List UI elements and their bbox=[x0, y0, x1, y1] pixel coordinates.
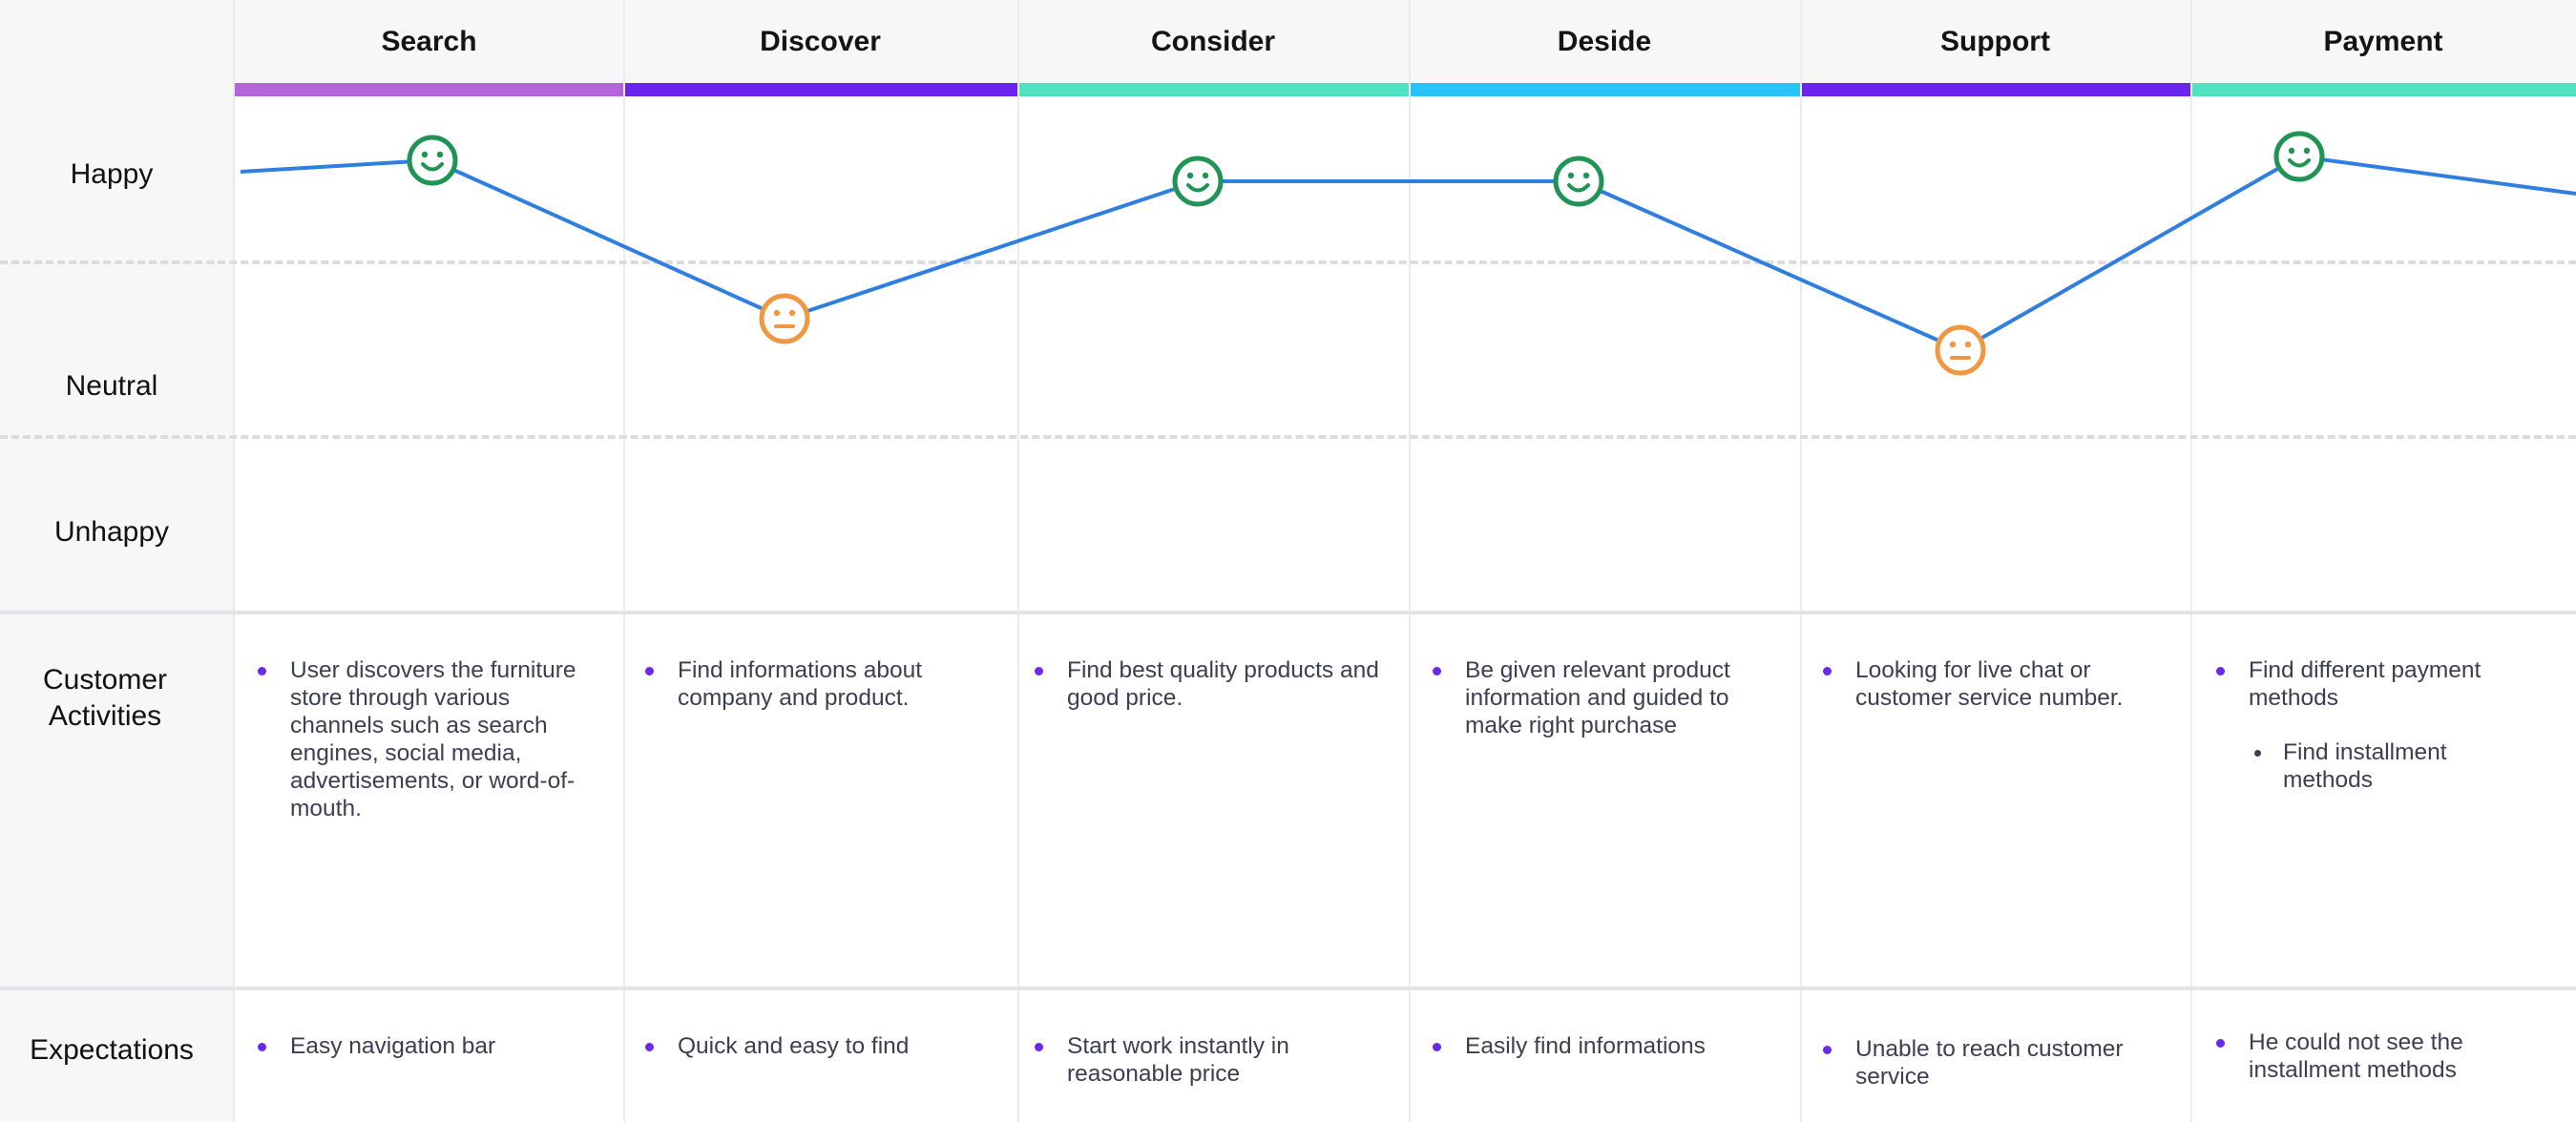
column-divider bbox=[623, 0, 625, 1122]
list-item: Easily find informations bbox=[1431, 1032, 1784, 1060]
row-label-activities: Customer Activities bbox=[42, 664, 168, 732]
row-label-column bbox=[0, 0, 235, 1122]
list-item: Looking for live chat or customer servic… bbox=[1821, 656, 2174, 712]
expectation-cell-support: Unable to reach customer service bbox=[1821, 1035, 2126, 1091]
expectation-cell-deside: Easily find informations bbox=[1431, 1032, 1784, 1060]
column-divider bbox=[1800, 0, 1802, 1122]
stage-header-payment: Payment bbox=[2323, 25, 2443, 57]
list-item: He could not see the installment methods bbox=[2214, 1028, 2501, 1084]
stage-header-search: Search bbox=[381, 25, 477, 57]
activities-cell-search: User discovers the furniture store throu… bbox=[256, 656, 599, 822]
emotion-curve-chart bbox=[240, 131, 2576, 376]
stage-color-bar bbox=[1017, 83, 1409, 96]
emotion-zone-divider bbox=[0, 260, 2576, 264]
stage-header-deside: Deside bbox=[1557, 25, 1652, 57]
list-item: Find best quality products and good pric… bbox=[1033, 656, 1386, 712]
section-divider bbox=[0, 987, 2576, 990]
row-label-happy: Happy bbox=[70, 158, 154, 190]
expectation-cell-payment: He could not see the installment methods bbox=[2214, 1028, 2501, 1084]
stage-header-discover: Discover bbox=[760, 25, 881, 57]
smiling-face-icon bbox=[407, 135, 458, 186]
row-label-expectations: Expectations bbox=[30, 1034, 194, 1066]
smiling-face-icon bbox=[1553, 156, 1604, 207]
expectation-cell-consider: Start work instantly in reasonable price bbox=[1033, 1032, 1319, 1088]
emotion-faces bbox=[407, 131, 2325, 376]
list-item: Find informations about company and prod… bbox=[643, 656, 996, 712]
smiling-face-icon bbox=[1172, 156, 1224, 207]
stage-header-support: Support bbox=[1940, 25, 2050, 57]
list-item: User discovers the furniture store throu… bbox=[256, 656, 599, 822]
neutral-face-icon bbox=[759, 293, 810, 344]
stage-color-bar bbox=[235, 83, 623, 96]
section-divider bbox=[0, 611, 2576, 614]
column-divider bbox=[1409, 0, 1411, 1122]
list-item: Unable to reach customer service bbox=[1821, 1035, 2126, 1091]
stage-header-consider: Consider bbox=[1150, 25, 1276, 57]
activities-cell-consider: Find best quality products and good pric… bbox=[1033, 656, 1386, 712]
list-item: Quick and easy to find bbox=[643, 1032, 996, 1060]
list-item: Find different payment methods bbox=[2214, 656, 2539, 712]
list-item: Easy navigation bar bbox=[256, 1032, 599, 1060]
list-item: Be given relevant product information an… bbox=[1431, 656, 1784, 739]
stage-color-bar bbox=[623, 83, 1017, 96]
row-label-neutral: Neutral bbox=[65, 370, 158, 402]
row-label-unhappy: Unhappy bbox=[53, 516, 170, 548]
stage-color-bar bbox=[2190, 83, 2576, 96]
column-divider bbox=[1017, 0, 1019, 1122]
activities-cell-discover: Find informations about company and prod… bbox=[643, 656, 996, 712]
activities-cell-deside: Be given relevant product information an… bbox=[1431, 656, 1784, 739]
neutral-face-icon bbox=[1935, 324, 1986, 376]
stage-color-bar bbox=[1409, 83, 1800, 96]
sub-list-item: Find installment methods bbox=[2214, 738, 2539, 794]
expectation-cell-discover: Quick and easy to find bbox=[643, 1032, 996, 1060]
column-divider bbox=[2190, 0, 2192, 1122]
smiling-face-icon bbox=[2273, 131, 2325, 182]
list-item: Start work instantly in reasonable price bbox=[1033, 1032, 1319, 1088]
stage-color-bar bbox=[1800, 83, 2190, 96]
expectation-cell-search: Easy navigation bar bbox=[256, 1032, 599, 1060]
emotion-zone-divider bbox=[0, 435, 2576, 439]
emotion-curve-line bbox=[240, 155, 2576, 352]
activities-cell-support: Looking for live chat or customer servic… bbox=[1821, 656, 2174, 712]
activities-cell-payment: Find different payment methods Find inst… bbox=[2214, 656, 2539, 794]
